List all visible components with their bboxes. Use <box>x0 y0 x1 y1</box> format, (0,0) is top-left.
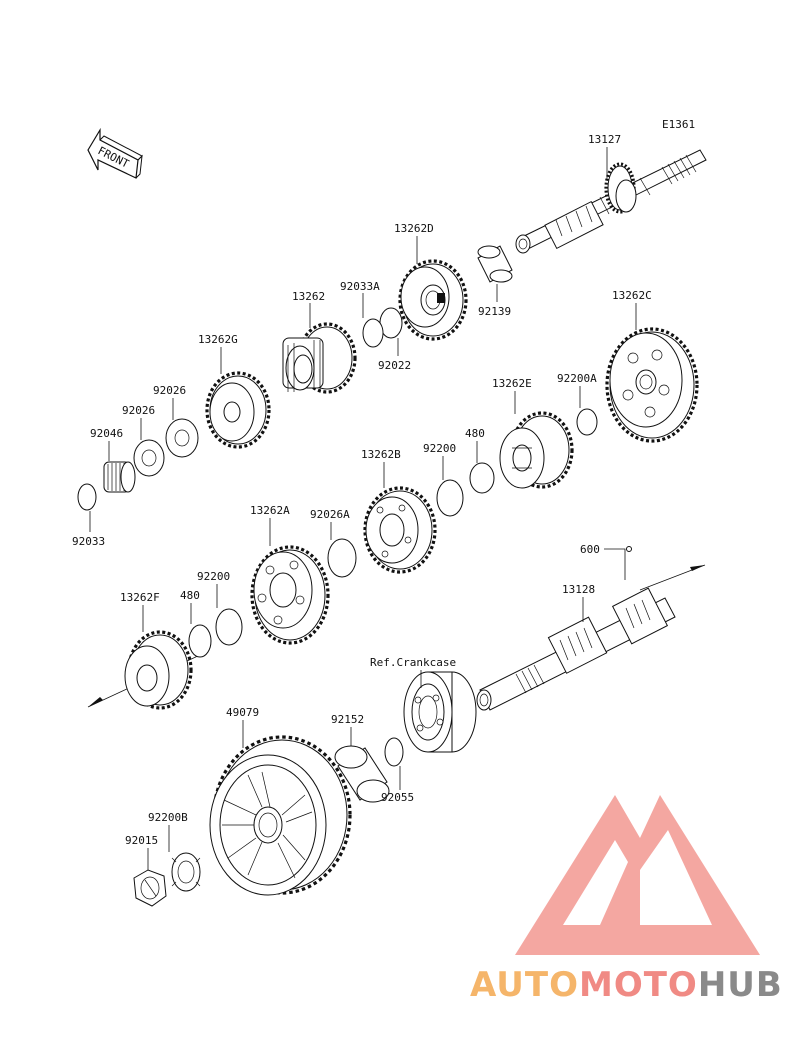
part-13128-shaft <box>476 587 676 711</box>
label-92026-a: 92026 <box>153 384 186 397</box>
part-49079-gear <box>209 735 352 896</box>
part-480-circlip-a <box>469 462 495 494</box>
part-92026A-washer <box>327 538 357 578</box>
part-92015-nut <box>133 869 167 907</box>
front-arrow-icon: FRONT <box>87 127 143 179</box>
label-92200-b: 92200 <box>197 570 230 583</box>
part-92033-circlip <box>77 483 97 511</box>
label-600: 600 <box>580 543 600 556</box>
label-92200B: 92200B <box>148 811 188 824</box>
label-49079: 49079 <box>226 706 259 719</box>
part-13262D-gear <box>398 259 468 341</box>
label-92026-b: 92026 <box>122 404 155 417</box>
part-13262C-gear <box>605 327 699 443</box>
part-13262-gear <box>282 322 357 394</box>
watermark-auto: AUTO <box>470 965 579 1005</box>
part-92026-washer-b <box>133 439 165 477</box>
label-13262A: 13262A <box>250 504 290 517</box>
part-13262F-gear <box>124 630 193 710</box>
label-92022: 92022 <box>378 359 411 372</box>
label-ref-crankcase: Ref.Crankcase <box>370 656 456 669</box>
part-92139-collar <box>477 245 513 283</box>
leader-lines <box>89 147 637 870</box>
watermark-triangle <box>515 795 760 955</box>
part-13262B-gear <box>363 486 437 574</box>
label-92200-a: 92200 <box>423 442 456 455</box>
label-92139: 92139 <box>478 305 511 318</box>
part-92026-washer-a <box>165 418 199 458</box>
part-92046-bearing <box>103 461 136 493</box>
label-92046: 92046 <box>90 427 123 440</box>
part-480-circlip-b <box>188 624 212 658</box>
label-13262B: 13262B <box>361 448 401 461</box>
part-92033A-circlip <box>362 318 384 348</box>
label-92152: 92152 <box>331 713 364 726</box>
label-92055: 92055 <box>381 791 414 804</box>
label-480-a: 480 <box>465 427 485 440</box>
part-92200A-washer <box>576 408 598 436</box>
part-92200B-lockwasher <box>171 852 201 892</box>
label-13262D: 13262D <box>394 222 434 235</box>
label-13262E: 13262E <box>492 377 532 390</box>
part-labels: 13127 13262D 92033A 13262 92139 92022 13… <box>72 133 652 847</box>
label-13128: 13128 <box>562 583 595 596</box>
label-13127: 13127 <box>588 133 621 146</box>
label-13262C: 13262C <box>612 289 652 302</box>
part-92152-sleeve <box>334 745 390 803</box>
watermark-logo: AUTOMOTOHUB <box>470 795 783 1005</box>
label-13262: 13262 <box>292 290 325 303</box>
part-13262A-gear <box>250 545 330 645</box>
part-13262G-gear <box>205 371 271 449</box>
part-13262E-gear <box>499 411 574 489</box>
part-13127-shaft <box>515 149 707 254</box>
svg-text:AUTOMOTOHUB: AUTOMOTOHUB <box>470 965 783 1005</box>
label-13262G: 13262G <box>198 333 238 346</box>
part-600-marker <box>626 546 632 552</box>
label-92200A: 92200A <box>557 372 597 385</box>
part-92200-washer-b <box>215 608 243 646</box>
part-92200-washer-a <box>436 479 464 517</box>
watermark-moto: MOTO <box>579 965 698 1005</box>
part-92055-circlip <box>384 737 404 767</box>
diagram-code: E1361 <box>662 118 695 131</box>
part-crankcase-bearing <box>403 671 477 753</box>
label-92033A: 92033A <box>340 280 380 293</box>
label-92015: 92015 <box>125 834 158 847</box>
label-92033: 92033 <box>72 535 105 548</box>
label-13262F: 13262F <box>120 591 160 604</box>
label-480-b: 480 <box>180 589 200 602</box>
watermark-hub: HUB <box>698 965 783 1005</box>
label-92026A: 92026A <box>310 508 350 521</box>
